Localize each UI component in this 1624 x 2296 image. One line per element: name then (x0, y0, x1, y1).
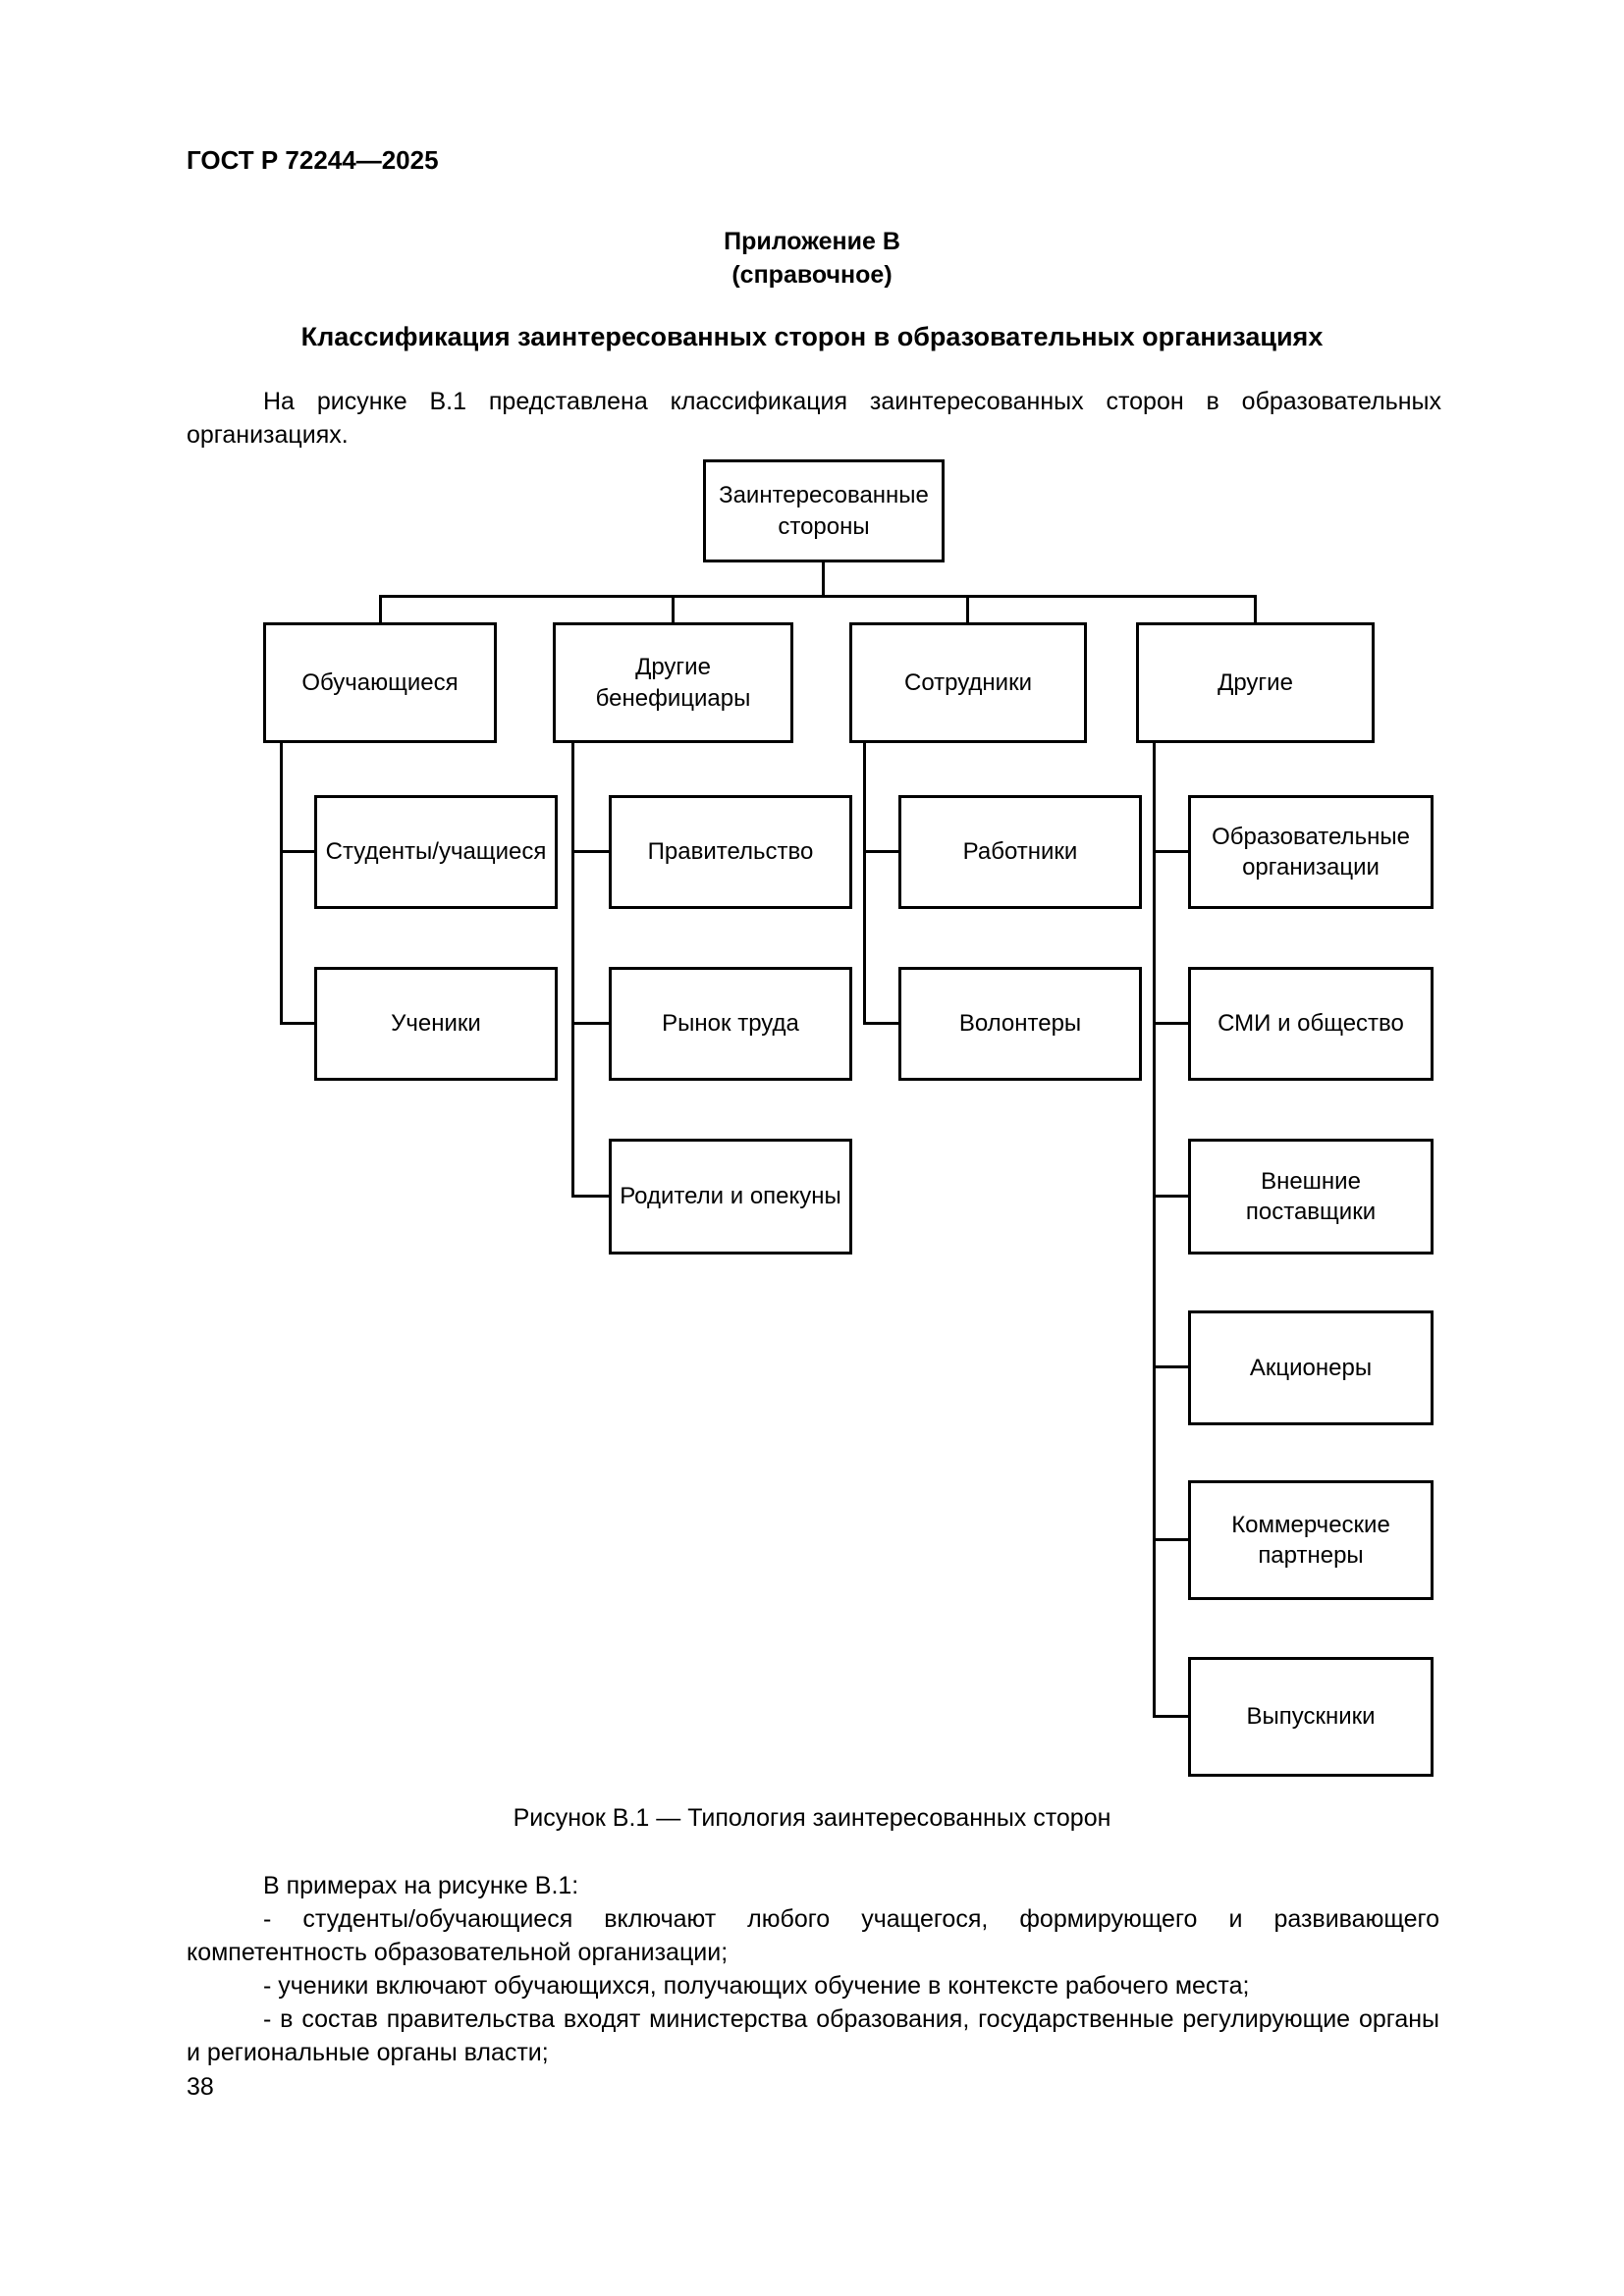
connector-line (1153, 743, 1156, 1718)
connector-line (863, 850, 898, 853)
node-government: Правительство (609, 795, 852, 909)
connector-line (1254, 595, 1257, 622)
appendix-title: Классификация заинтересованных сторон в … (300, 322, 1324, 351)
node-parents-guardians: Родители и опекуны (609, 1139, 852, 1255)
connector-line (571, 850, 609, 853)
connector-line (1153, 1365, 1188, 1368)
appendix-label: Приложение В (724, 228, 900, 255)
notes-intro: В примерах на рисунке В.1: (263, 1872, 579, 1899)
connector-line (571, 1195, 609, 1198)
note-item: - в состав правительства входят министер… (187, 2005, 1439, 2066)
node-pupils: Ученики (314, 967, 558, 1081)
connector-line (379, 595, 382, 622)
page-number: 38 (187, 2073, 214, 2101)
node-learners: Обучающиеся (263, 622, 497, 743)
connector-line (863, 1022, 898, 1025)
node-graduates: Выпускники (1188, 1657, 1434, 1777)
document-header: ГОСТ Р 72244—2025 (187, 145, 439, 175)
connector-line (379, 595, 1257, 598)
notes-block: В примерах на рисунке В.1: - студенты/об… (187, 1869, 1439, 2069)
node-commercial-partners: Коммерческие партнеры (1188, 1480, 1434, 1600)
connector-line (280, 743, 283, 1025)
node-others: Другие (1136, 622, 1375, 743)
intro-paragraph: На рисунке В.1 представлена классификаци… (187, 388, 1441, 449)
connector-line (822, 562, 825, 597)
connector-line (672, 595, 675, 622)
node-labor-market: Рынок труда (609, 967, 852, 1081)
connector-line (1153, 1715, 1188, 1718)
appendix-type: (справочное) (731, 261, 893, 289)
connector-line (863, 743, 866, 1025)
node-employees: Сотрудники (849, 622, 1087, 743)
connector-line (1153, 850, 1188, 853)
note-item: - студенты/обучающиеся включают любого у… (187, 1905, 1439, 1966)
connector-line (280, 850, 314, 853)
node-stakeholders: Заинтересованные стороны (703, 459, 945, 562)
connector-line (966, 595, 969, 622)
figure-caption: Рисунок В.1 — Типология заинтересованных… (513, 1804, 1111, 1832)
node-other-beneficiaries: Другие бенефициары (553, 622, 793, 743)
connector-line (280, 1022, 314, 1025)
node-external-suppliers: Внешние поставщики (1188, 1139, 1434, 1255)
node-shareholders: Акционеры (1188, 1310, 1434, 1425)
node-media-society: СМИ и общество (1188, 967, 1434, 1081)
node-educational-organizations: Образовательные организации (1188, 795, 1434, 909)
connector-line (571, 1022, 609, 1025)
connector-line (1153, 1538, 1188, 1541)
node-workers: Работники (898, 795, 1142, 909)
note-item: - ученики включают обучающихся, получающ… (263, 1972, 1250, 2000)
connector-line (571, 743, 574, 1198)
node-volunteers: Волонтеры (898, 967, 1142, 1081)
connector-line (1153, 1022, 1188, 1025)
node-students: Студенты/учащиеся (314, 795, 558, 909)
connector-line (1153, 1195, 1188, 1198)
